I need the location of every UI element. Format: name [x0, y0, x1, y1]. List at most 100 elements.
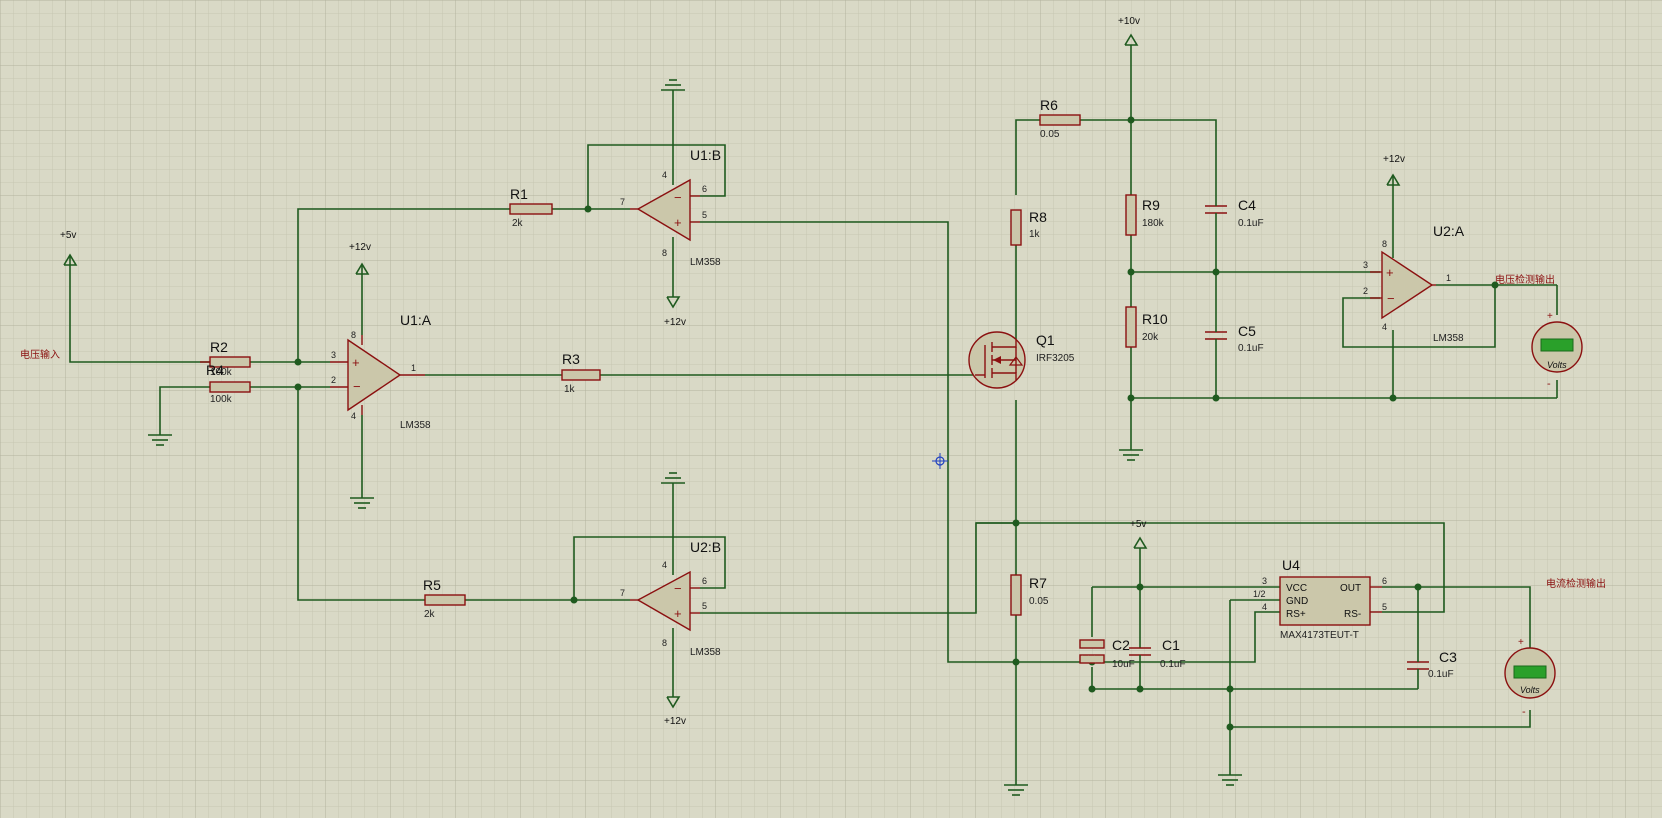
svg-text:3: 3: [331, 350, 336, 360]
svg-text:+12v: +12v: [664, 716, 686, 727]
resistor-r2[interactable]: R2 100k: [200, 339, 251, 378]
svg-text:R3: R3: [562, 351, 580, 367]
svg-text:Volts: Volts: [1520, 685, 1540, 695]
svg-text:IRF3205: IRF3205: [1036, 353, 1075, 364]
svg-text:电压输入: 电压输入: [20, 348, 60, 361]
ground-source[interactable]: [1004, 784, 1028, 796]
svg-text:R1: R1: [510, 186, 528, 202]
svg-text:U4: U4: [1282, 557, 1300, 573]
resistor-r5[interactable]: R5 2k: [423, 577, 466, 620]
plus-sign: +: [1386, 265, 1394, 280]
mosfet-q1[interactable]: Q1 IRF3205: [968, 331, 1075, 389]
voltmeter-voltage-output[interactable]: Volts + -: [1531, 311, 1583, 390]
svg-text:C2: C2: [1112, 637, 1130, 653]
power-terminal-12v-u1a[interactable]: +12v: [349, 242, 371, 275]
svg-text:C3: C3: [1439, 649, 1457, 665]
minus-sign: −: [674, 190, 682, 205]
svg-text:8: 8: [662, 638, 667, 648]
capacitor-c5[interactable]: C5 0.1uF: [1205, 323, 1264, 354]
svg-text:RS+: RS+: [1286, 609, 1306, 620]
svg-text:4: 4: [351, 411, 356, 421]
svg-text:5: 5: [1382, 602, 1387, 612]
svg-text:+5v: +5v: [1130, 519, 1146, 530]
ground-u2b[interactable]: [661, 472, 685, 484]
svg-text:2k: 2k: [424, 609, 436, 620]
svg-text:10uF: 10uF: [1112, 659, 1135, 670]
ground-u1b[interactable]: [661, 79, 685, 91]
resistor-r1[interactable]: R1 2k: [509, 186, 553, 229]
resistor-r4[interactable]: R4 100k: [206, 362, 251, 405]
svg-text:4: 4: [662, 560, 667, 570]
svg-text:C4: C4: [1238, 197, 1256, 213]
svg-text:RS-: RS-: [1344, 609, 1361, 620]
svg-text:8: 8: [662, 248, 667, 258]
power-terminal-10v[interactable]: +10v: [1118, 16, 1140, 46]
svg-text:LM358: LM358: [1433, 333, 1464, 344]
ic-u4-max4173[interactable]: VCC GND RS+ OUT RS- 3 1/2 4 6 5 U4 MAX41…: [1253, 557, 1387, 641]
ground-r10[interactable]: [1119, 449, 1143, 461]
svg-text:7: 7: [620, 197, 625, 207]
svg-text:2k: 2k: [512, 218, 524, 229]
svg-text:1: 1: [1446, 273, 1451, 283]
svg-text:U1:B: U1:B: [690, 147, 721, 163]
svg-text:2: 2: [1363, 286, 1368, 296]
resistor-r10[interactable]: R10 20k: [1125, 306, 1168, 348]
svg-text:LM358: LM358: [690, 257, 721, 268]
net-label-voltage-input[interactable]: 电压输入: [20, 348, 60, 361]
svg-text:LM358: LM358: [400, 420, 431, 431]
svg-text:电流检测输出: 电流检测输出: [1546, 577, 1606, 590]
resistor-r3[interactable]: R3 1k: [561, 351, 601, 395]
svg-text:1: 1: [411, 363, 416, 373]
power-terminal-12v-u1b[interactable]: +12v: [664, 296, 686, 328]
opamp-u1b[interactable]: − + 7 6 5 4 8 U1:B LM358: [620, 147, 721, 268]
svg-text:6: 6: [702, 184, 707, 194]
ground-input[interactable]: [148, 434, 172, 446]
svg-text:R7: R7: [1029, 575, 1047, 591]
svg-text:C1: C1: [1162, 637, 1180, 653]
opamp-u2b[interactable]: − + 7 6 5 4 8 U2:B LM358: [620, 539, 721, 658]
svg-text:5: 5: [702, 601, 707, 611]
svg-text:2: 2: [331, 375, 336, 385]
svg-text:4: 4: [1262, 602, 1267, 612]
minus-sign: −: [353, 379, 361, 394]
opamp-u2a[interactable]: + − 3 2 1 8 4 U2:A LM358: [1363, 223, 1465, 344]
ground-u4[interactable]: [1218, 774, 1242, 786]
capacitor-c3[interactable]: C3 0.1uF: [1407, 649, 1457, 680]
resistor-r9[interactable]: R9 180k: [1125, 194, 1165, 236]
svg-text:8: 8: [351, 330, 356, 340]
capacitor-c4[interactable]: C4 0.1uF: [1205, 195, 1264, 229]
opamp-u1a[interactable]: + − 3 2 1 8 4 U1:A LM358: [330, 312, 432, 431]
svg-text:3: 3: [1363, 260, 1368, 270]
svg-text:+5v: +5v: [60, 230, 76, 241]
net-label-voltage-detect-output[interactable]: 电压检测输出: [1495, 273, 1555, 286]
net-label-current-detect-output[interactable]: 电流检测输出: [1546, 577, 1606, 590]
svg-text:MAX4173TEUT-T: MAX4173TEUT-T: [1280, 630, 1359, 641]
svg-text:4: 4: [662, 170, 667, 180]
meter-display: [1513, 665, 1547, 679]
svg-text:R8: R8: [1029, 209, 1047, 225]
svg-text:R5: R5: [423, 577, 441, 593]
power-terminal-5v-u4[interactable]: +5v: [1130, 519, 1148, 549]
svg-text:3: 3: [1262, 576, 1267, 586]
power-terminal-5v-left[interactable]: +5v: [60, 230, 78, 266]
capacitor-c1[interactable]: C1 0.1uF: [1129, 637, 1186, 670]
svg-text:R2: R2: [210, 339, 228, 355]
ground-u1a[interactable]: [350, 497, 374, 509]
svg-text:0.1uF: 0.1uF: [1160, 659, 1186, 670]
resistor-r8[interactable]: R8 1k: [1010, 209, 1047, 246]
resistor-r6[interactable]: R6 0.05: [1039, 97, 1081, 140]
meter-display: [1540, 338, 1574, 352]
resistor-r7[interactable]: R7 0.05: [1010, 574, 1049, 616]
svg-text:+12v: +12v: [349, 242, 371, 253]
capacitor-c2[interactable]: C2 10uF: [1079, 637, 1135, 670]
voltmeter-current-output[interactable]: Volts + -: [1504, 637, 1556, 718]
power-terminal-12v-u2a[interactable]: +12v: [1383, 154, 1405, 186]
svg-text:-: -: [1547, 378, 1551, 390]
svg-text:0.1uF: 0.1uF: [1238, 343, 1264, 354]
power-terminal-12v-u2b[interactable]: +12v: [664, 696, 686, 727]
svg-text:R9: R9: [1142, 197, 1160, 213]
plus-sign: +: [674, 215, 682, 230]
svg-text:5: 5: [702, 210, 707, 220]
